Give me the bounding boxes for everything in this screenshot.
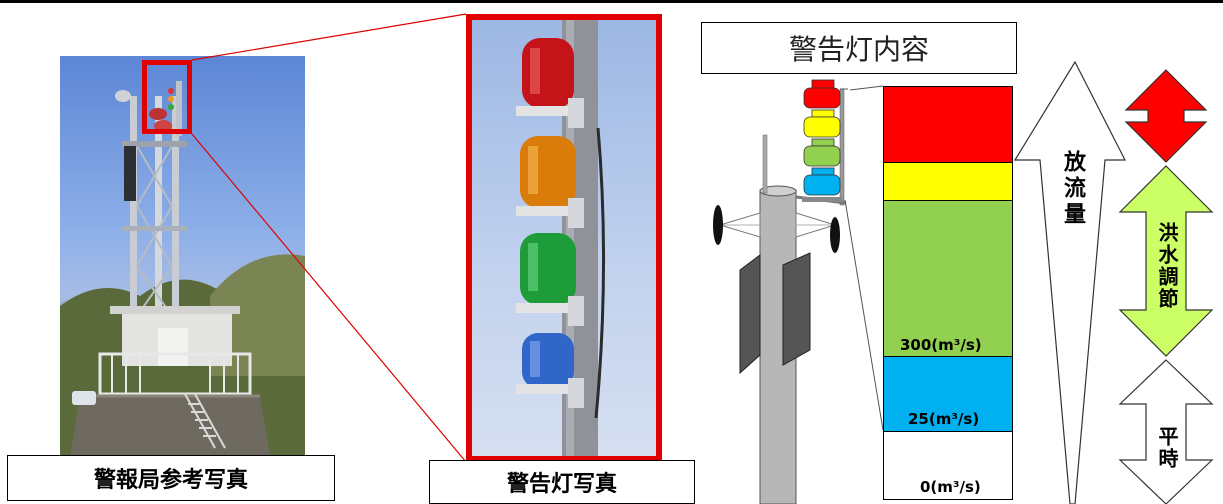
station-photo (60, 56, 305, 456)
legend-title: 警告灯内容 (701, 22, 1017, 74)
threshold-300-label: 300(m³/s) (900, 336, 982, 354)
highlight-frame-station (142, 60, 192, 134)
band-green (883, 200, 1013, 357)
band-yellow (883, 162, 1013, 201)
pole-illustration (713, 88, 848, 504)
top-border (0, 0, 1223, 3)
lamp-photo (470, 18, 658, 458)
discharge-arrow (1013, 60, 1126, 504)
threshold-0-label: 0(m³/s) (920, 478, 981, 496)
flood-control-label: 洪水調節 (1155, 222, 1179, 310)
band-red (883, 86, 1013, 163)
band-blue (883, 356, 1013, 432)
band-white (883, 431, 1013, 500)
normal-time-label: 平時 (1155, 426, 1179, 470)
discharge-label: 放流量 (1060, 150, 1085, 228)
highlight-frame-lamps (466, 14, 662, 462)
lamp-stack-illustration (802, 79, 842, 202)
status-arrows (1118, 69, 1214, 504)
threshold-25-label: 25(m³/s) (908, 410, 980, 428)
station-photo-caption: 警報局参考写真 (7, 455, 335, 501)
